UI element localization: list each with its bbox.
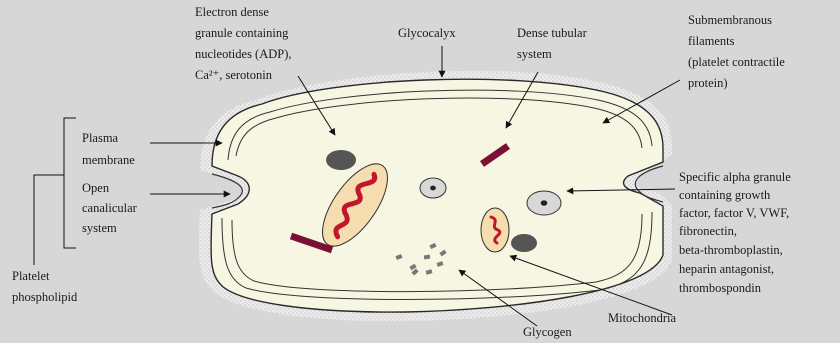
label-mitochondria: Mitochondria: [608, 311, 676, 325]
dense-granule: [511, 234, 537, 252]
label-electron-dense-granule: Electron dense granule containing nucleo…: [195, 5, 295, 82]
plasma-membrane-bracket: [64, 118, 76, 248]
label-dense-tubular-system: Dense tubular system: [517, 26, 590, 61]
label-specific-alpha-granule: Specific alpha granule containing growth…: [679, 170, 794, 295]
mitochondrion-small: [481, 208, 509, 252]
dense-granule: [326, 150, 356, 170]
label-plasma-membrane: Plasma membrane: [82, 131, 135, 167]
platelet-phospholipid-bracket: [34, 175, 64, 265]
label-glycogen: Glycogen: [523, 325, 572, 339]
alpha-granule: [420, 178, 446, 198]
label-glycocalyx: Glycocalyx: [398, 26, 456, 40]
alpha-granule: [527, 191, 561, 215]
label-submembranous-filaments: Submembranous filaments (platelet contra…: [688, 13, 788, 90]
label-open-canalicular-system: Open canalicular system: [82, 181, 140, 235]
label-platelet-phospholipid: Platelet phospholipid: [12, 269, 78, 304]
